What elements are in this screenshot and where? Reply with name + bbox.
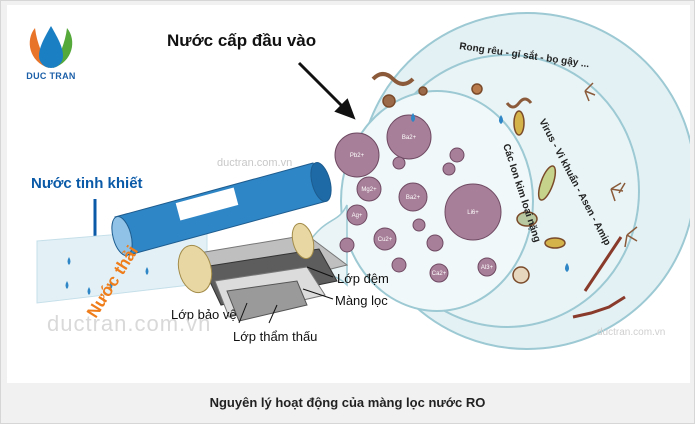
membrane-layers [177,222,349,322]
permeate-layer-label: Lớp thẩm thấu [233,329,318,344]
logo-drop [39,26,63,68]
bacterium [537,165,557,201]
brand-name: DUC TRAN [26,71,76,81]
ion-spheres [334,114,502,283]
ion-sphere [373,227,397,251]
droplet [499,115,503,124]
watermark: ductran.com.vn [217,157,293,169]
ion-label: Ba2+ [402,135,417,141]
worm [505,97,533,109]
spore [382,94,396,108]
logo-leaf-left [29,28,49,68]
ion-sphere [398,182,428,212]
amoeba [516,211,538,227]
chain [572,295,626,319]
worm [371,72,415,86]
ro-membrane-tube [111,162,332,256]
ion-sphere [426,234,444,252]
ion-sphere [386,114,432,160]
droplet [67,257,71,265]
droplets [411,113,569,272]
spacer-layer-label: Lớp đệm [337,271,389,286]
ion-label: Pb2+ [350,153,365,159]
brand-logo [29,26,73,68]
spore [471,83,483,95]
watermark-small: ductran.com.vn [597,327,665,338]
logo-leaf-right [53,28,73,68]
chain [583,236,623,292]
ion-label: Cu2+ [378,237,393,243]
leader-lines [238,266,334,324]
feed-water-label: Nước cấp đầu vào [167,31,317,50]
algae [584,82,596,102]
algae [610,182,626,202]
ion-sphere [339,237,355,253]
ion-sphere [429,263,449,283]
diagram-canvas: Pb2+ Ba2+ Mg2+ Ba2+ Li6+ Ag+ Cu2+ Ca2+ A… [7,5,690,383]
ion-label: Ba2+ [406,195,421,201]
feed-arrow [297,61,356,120]
droplet [87,287,91,295]
ion-sphere [391,257,407,273]
ion-label: Al3+ [481,265,494,271]
ion-sphere [412,218,426,232]
ion-sphere [392,156,406,170]
ion-label: Ag+ [352,213,363,219]
droplet [565,263,569,272]
ion-sphere [477,257,497,277]
pure-water-label: Nước tinh khiết [31,175,143,192]
figure-caption: Nguyên lý hoạt động của màng lọc nước RO [209,395,486,410]
virus [512,266,530,284]
membrane-label: Màng lọc [335,293,388,308]
ion-sphere [356,176,382,202]
ion-label: Li6+ [467,210,479,216]
microbes [371,72,638,319]
ion-labels: Pb2+ Ba2+ Mg2+ Ba2+ Li6+ Ag+ Cu2+ Ca2+ A… [350,135,494,277]
droplet [65,281,69,289]
spore [418,86,428,96]
ro-diagram-svg: Pb2+ Ba2+ Mg2+ Ba2+ Li6+ Ag+ Cu2+ Ca2+ A… [36,12,690,350]
ion-label: Mg2+ [361,187,377,193]
ion-sphere [334,132,380,178]
ion-sphere [346,204,368,226]
droplet [145,267,149,275]
algae [624,226,638,248]
ion-sphere [442,162,456,176]
droplet [411,113,415,122]
droplet [109,281,113,289]
ion-sphere [449,147,465,163]
protective-layer-label: Lớp bảo vệ [171,307,237,322]
bacterium [513,110,525,136]
ion-label: Ca2+ [432,271,447,277]
watermark-large: ductran.com.vn [47,311,212,336]
bacterium [544,237,566,249]
ion-sphere [444,183,502,241]
